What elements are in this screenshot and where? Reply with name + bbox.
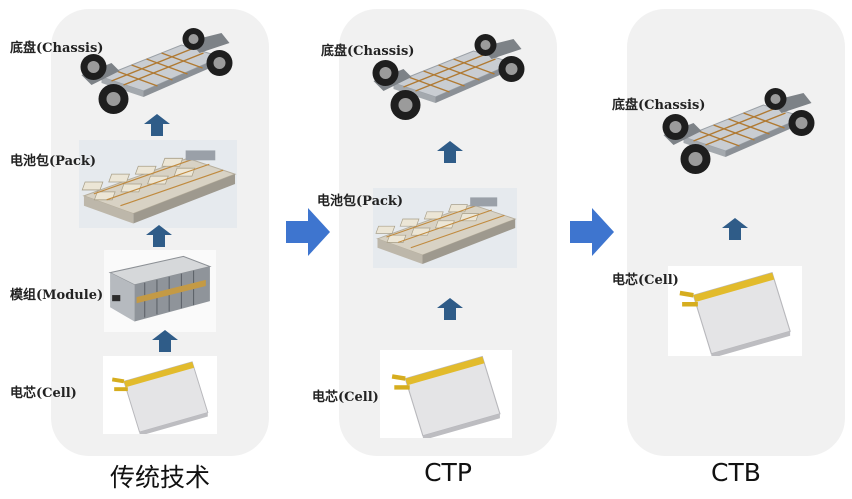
label-pack: 电池包(Pack) (317, 194, 404, 209)
label-cell: 电芯(Cell) (612, 273, 679, 288)
column-title: 传统技术 (109, 463, 210, 492)
cell-image (668, 266, 802, 356)
column-title: CTP (424, 458, 472, 487)
up-arrow-icon (144, 114, 170, 136)
up-arrow-icon (722, 218, 748, 240)
up-arrow-icon (437, 298, 463, 320)
label-chassis: 底盘(Chassis) (321, 44, 415, 59)
label-chassis: 底盘(Chassis) (10, 41, 104, 56)
column-title: CTB (711, 458, 761, 487)
label-cell: 电芯(Cell) (312, 390, 379, 405)
label-module: 模组(Module) (10, 288, 104, 303)
up-arrow-icon (152, 330, 178, 352)
right-arrow-icon (570, 208, 614, 256)
label-cell: 电芯(Cell) (10, 386, 77, 401)
module-image (104, 250, 216, 332)
label-pack: 电池包(Pack) (10, 154, 97, 169)
cell-image (103, 356, 217, 434)
right-arrow-icon (286, 208, 330, 256)
up-arrow-icon (146, 225, 172, 247)
cell-image (380, 350, 512, 438)
up-arrow-icon (437, 141, 463, 163)
label-chassis: 底盘(Chassis) (612, 98, 706, 113)
pack-image (79, 140, 237, 228)
pack-image (373, 188, 517, 268)
